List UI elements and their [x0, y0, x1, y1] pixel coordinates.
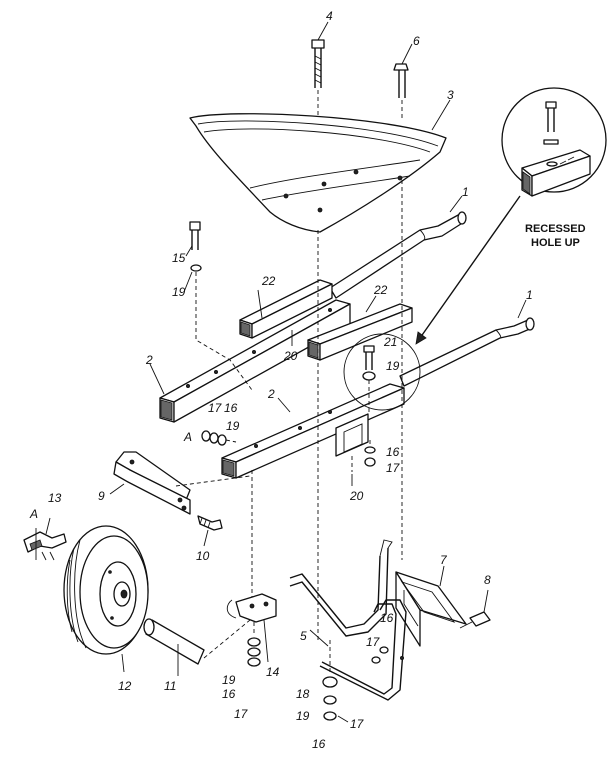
- inset-detail: [501, 87, 607, 197]
- brace-22-right: [307, 295, 413, 361]
- callout-1-upper: 1: [462, 185, 469, 199]
- callout-19-bottom: 19: [296, 709, 310, 723]
- callout-3: 3: [447, 88, 454, 102]
- callout-20-left: 20: [283, 349, 298, 363]
- callout-16-right: 16: [386, 445, 400, 459]
- callout-6: 6: [413, 34, 420, 48]
- callout-14: 14: [266, 665, 280, 679]
- bolt-8: [459, 589, 491, 629]
- bolt-21: [343, 333, 421, 412]
- callout-19-right: 19: [386, 359, 400, 373]
- callout-11: 11: [164, 679, 176, 693]
- callout-17-left: 17: [208, 401, 223, 415]
- callout-22-right: 22: [373, 283, 388, 297]
- clip-13: [23, 517, 67, 561]
- callout-7: 7: [440, 553, 448, 567]
- handle-1-lower: [399, 299, 535, 387]
- nut-washer-pair-lower-right: [371, 646, 389, 664]
- bolt-6: [393, 43, 413, 118]
- linkage-rod-5: [289, 539, 393, 647]
- callout-9: 9: [98, 489, 105, 503]
- nut-washer-cluster-left: [201, 430, 237, 446]
- callout-5: 5: [300, 629, 307, 643]
- callout-18: 18: [296, 687, 310, 701]
- axle-11: [143, 618, 251, 676]
- callout-2-lower: 2: [267, 387, 275, 401]
- ref-a-upper: A: [183, 430, 192, 444]
- callout-20-right: 20: [349, 489, 364, 503]
- callout-16-bottom: 16: [312, 737, 326, 751]
- callout-8: 8: [484, 573, 491, 587]
- callout-2-upper: 2: [145, 353, 153, 367]
- callout-13: 13: [48, 491, 62, 505]
- callout-17-mid-right: 17: [366, 635, 381, 649]
- callout-17-right: 17: [386, 461, 401, 475]
- bolt-10: [197, 515, 223, 547]
- callout-4: 4: [326, 9, 333, 23]
- bolt-4: [311, 21, 329, 140]
- callout-19-left: 19: [172, 285, 186, 299]
- bracket-14: [226, 593, 277, 667]
- wheel-12: [63, 525, 149, 673]
- axle-bracket-9: [109, 451, 251, 515]
- nut-washer-pair-right: [364, 440, 376, 467]
- frame-leg-2-upper: [149, 299, 351, 423]
- bolt-15: [185, 221, 253, 391]
- callout-22-left: 22: [261, 274, 276, 288]
- hopper-3: [189, 99, 451, 233]
- nut-washer-stack-bottom: [322, 640, 349, 723]
- callout-15: 15: [172, 251, 186, 265]
- callout-10: 10: [196, 549, 210, 563]
- callout-19-lower-left: 19: [222, 673, 236, 687]
- callout-1-lower: 1: [526, 288, 533, 302]
- inset-pointer-arrow: [415, 195, 521, 345]
- ref-a-lower: A: [29, 507, 38, 521]
- handle-1-upper: [329, 195, 467, 299]
- inset-note-line1: RECESSED: [525, 223, 586, 235]
- callout-16-mid-right: 16: [380, 611, 394, 625]
- callout-19-mid: 19: [226, 419, 240, 433]
- callout-16-lower-left: 16: [222, 687, 236, 701]
- frame-leg-2-lower: [221, 383, 405, 479]
- brace-22-left: [239, 279, 333, 339]
- callout-21: 21: [383, 335, 397, 349]
- callout-12: 12: [118, 679, 132, 693]
- callout-17-bottom: 17: [350, 717, 365, 731]
- bracket-20-right: [335, 413, 369, 486]
- inset-note-line2: HOLE UP: [531, 237, 580, 249]
- gearbox-bracket-7: [319, 565, 467, 701]
- callout-16-left: 16: [224, 401, 238, 415]
- callout-17-lower-left: 17: [234, 707, 249, 721]
- leader-19-left: [183, 271, 193, 293]
